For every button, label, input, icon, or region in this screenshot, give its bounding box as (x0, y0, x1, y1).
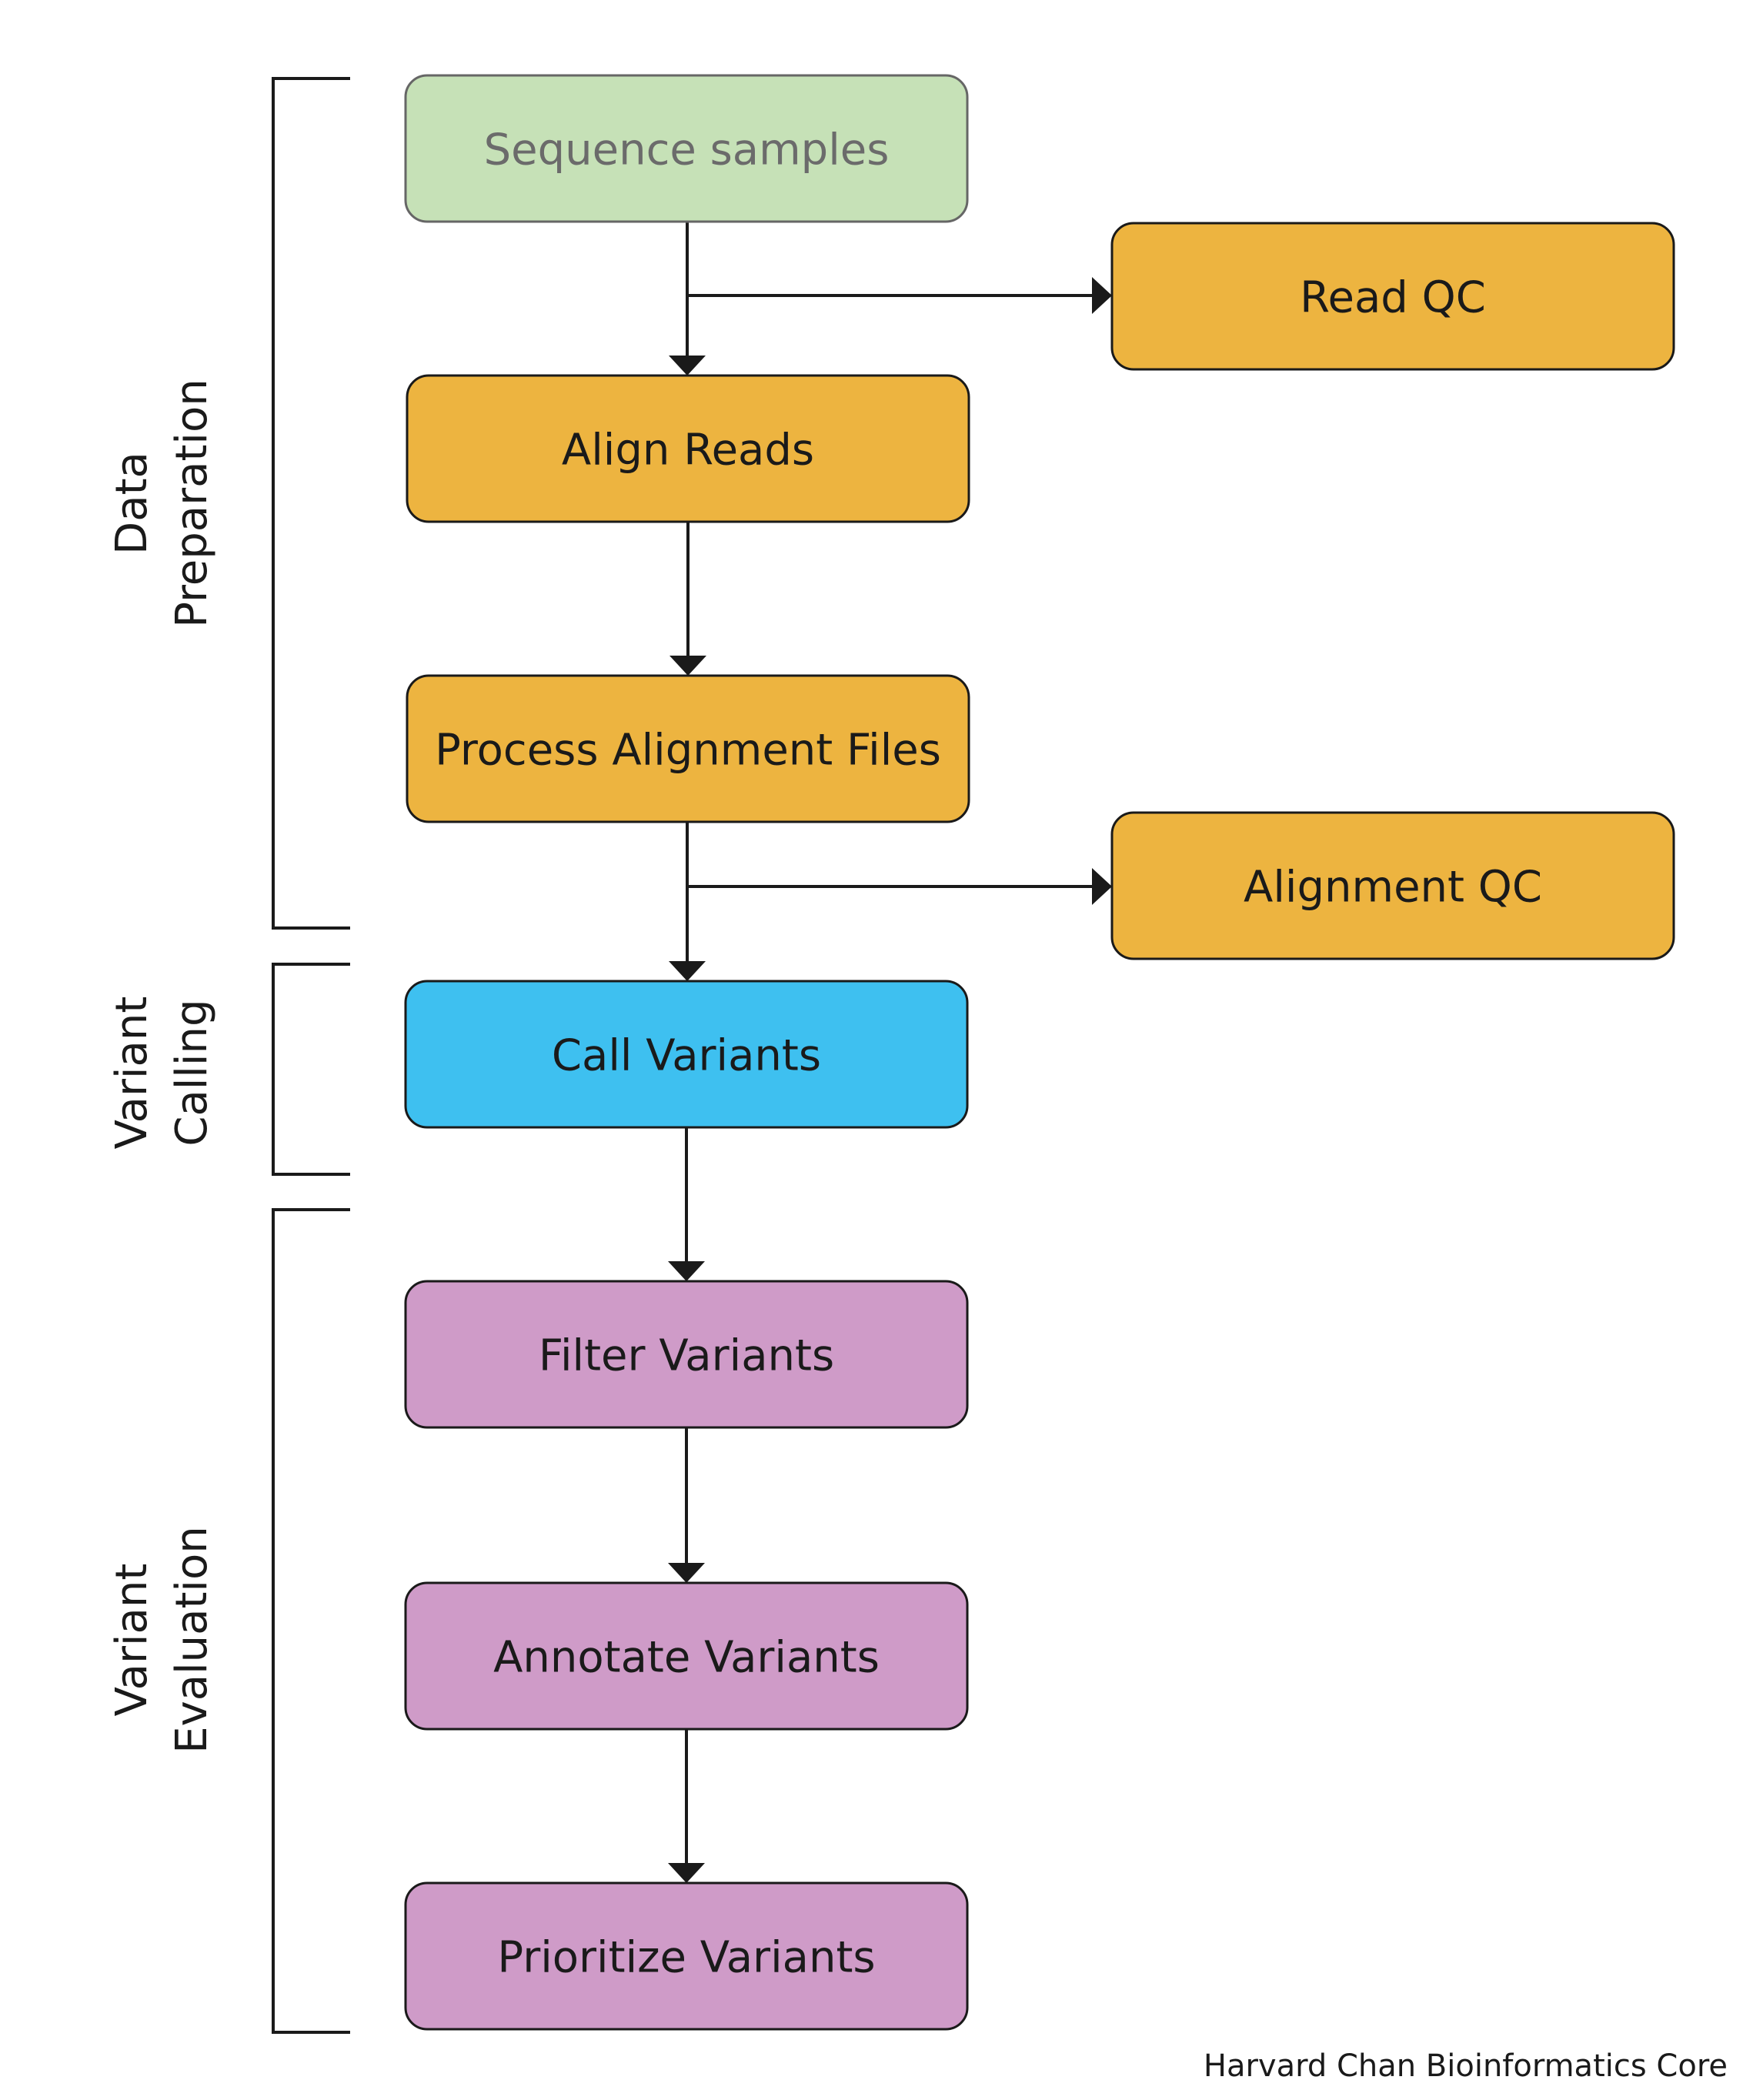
node-readqc: Read QC (1110, 222, 1675, 371)
node-label: Annotate Variants (493, 1633, 880, 1683)
node-box (404, 1280, 969, 1429)
arrow-head (1092, 868, 1112, 905)
edge-annotate-to-prioritize (668, 1729, 705, 1883)
node-process: Process Alignment Files (406, 674, 970, 823)
node-box (404, 980, 969, 1129)
arrow-head (1092, 277, 1112, 314)
node-alignqc: Alignment QC (1110, 811, 1675, 960)
node-prioritize: Prioritize Variants (404, 1881, 969, 2031)
node-label: Call Variants (552, 1031, 821, 1081)
edge-process-to-call (669, 822, 706, 981)
edge-call-to-filter (668, 1127, 705, 1281)
arrow-head (668, 1261, 705, 1281)
node-label: Prioritize Variants (497, 1933, 875, 1983)
phase-brackets (272, 77, 350, 2034)
edge-sequence-to-readqc (686, 277, 1112, 314)
node-label: Align Reads (562, 426, 814, 476)
node-box (406, 374, 970, 523)
arrow-head (669, 961, 706, 981)
credit-text: Harvard Chan Bioinformatics Core (1204, 2048, 1728, 2084)
node-box (1110, 811, 1675, 960)
node-box (404, 74, 969, 223)
node-label: Read QC (1300, 273, 1486, 323)
node-annotate: Annotate Variants (404, 1581, 969, 1731)
arrow-head (669, 356, 706, 376)
node-label: Filter Variants (539, 1331, 834, 1381)
edges (668, 222, 1112, 1883)
variant-evaluation-label-line: Variant (107, 1564, 157, 1717)
node-box (404, 1881, 969, 2031)
edge-sequence-to-align (669, 222, 706, 376)
node-box (406, 674, 970, 823)
data-preparation-label-line: Data (107, 452, 157, 555)
node-sequence: Sequence samples (404, 74, 969, 223)
edge-process-to-alignqc (688, 868, 1112, 905)
node-filter: Filter Variants (404, 1280, 969, 1429)
data-preparation-label-line: Preparation (167, 379, 217, 628)
arrow-head (669, 656, 706, 676)
edge-align-to-process (669, 522, 706, 676)
node-align: Align Reads (406, 374, 970, 523)
variant-calling-label-line: Calling (167, 999, 217, 1146)
variant-evaluation-bracket (272, 1208, 350, 2034)
variant-evaluation-label-line: Evaluation (167, 1526, 217, 1753)
variant-calling-bracket (272, 963, 350, 1176)
edge-filter-to-annotate (668, 1427, 705, 1583)
node-box (1110, 222, 1675, 371)
data-preparation-bracket (272, 77, 350, 930)
node-label: Sequence samples (484, 125, 890, 175)
arrow-head (668, 1563, 705, 1583)
node-label: Alignment QC (1244, 863, 1542, 913)
node-call: Call Variants (404, 980, 969, 1129)
node-label: Process Alignment Files (435, 726, 941, 776)
node-box (404, 1581, 969, 1731)
arrow-head (668, 1863, 705, 1883)
variant-calling-label-line: Variant (107, 997, 157, 1150)
